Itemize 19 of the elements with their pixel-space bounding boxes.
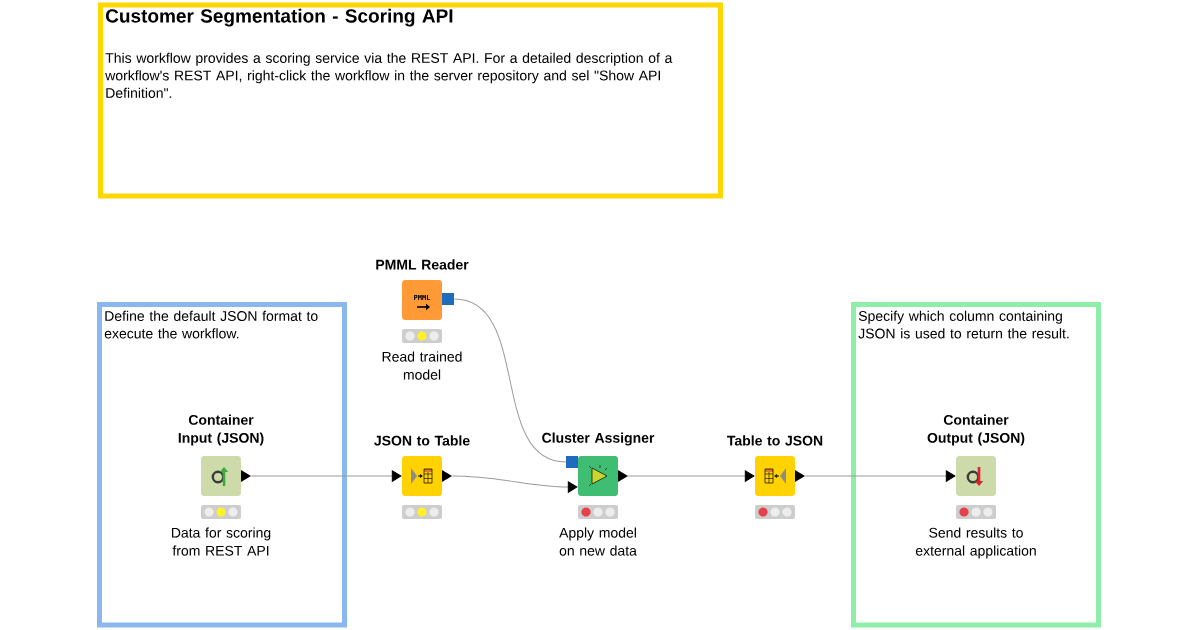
node-caption: Read trained model (382, 351, 462, 380)
node-caption: Data for scoring from REST API (171, 527, 271, 556)
node-title: Table to JSON (727, 435, 823, 446)
annotation-text: Define the default JSON format to execute the workflow. (104, 310, 318, 339)
connector (804, 470, 956, 482)
annotation-title: Customer Segmentation - Scoring API (106, 8, 453, 27)
node-caption: Send results to external application (915, 527, 1036, 559)
annotation-text: This workflow provides a scoring service via the REST API. For a detailed description of a workflow's REST API, right-click the workflow in the server repository and sel "Show API Definition". (105, 52, 673, 98)
node-title: Container Output (JSON) (927, 414, 1025, 446)
annotation-text: Specify which column containing JSON is used to return the result. (858, 310, 1069, 339)
node-title: Container Input (JSON) (178, 414, 264, 446)
connector (627, 470, 755, 482)
node-title: JSON to Table (374, 435, 470, 446)
node-title: Cluster Assigner (542, 432, 655, 446)
node-caption: Apply model on new data (559, 527, 637, 556)
connector (451, 475, 578, 493)
node-title: PMML Reader (376, 259, 469, 270)
connector (250, 470, 402, 482)
connector (453, 298, 567, 463)
